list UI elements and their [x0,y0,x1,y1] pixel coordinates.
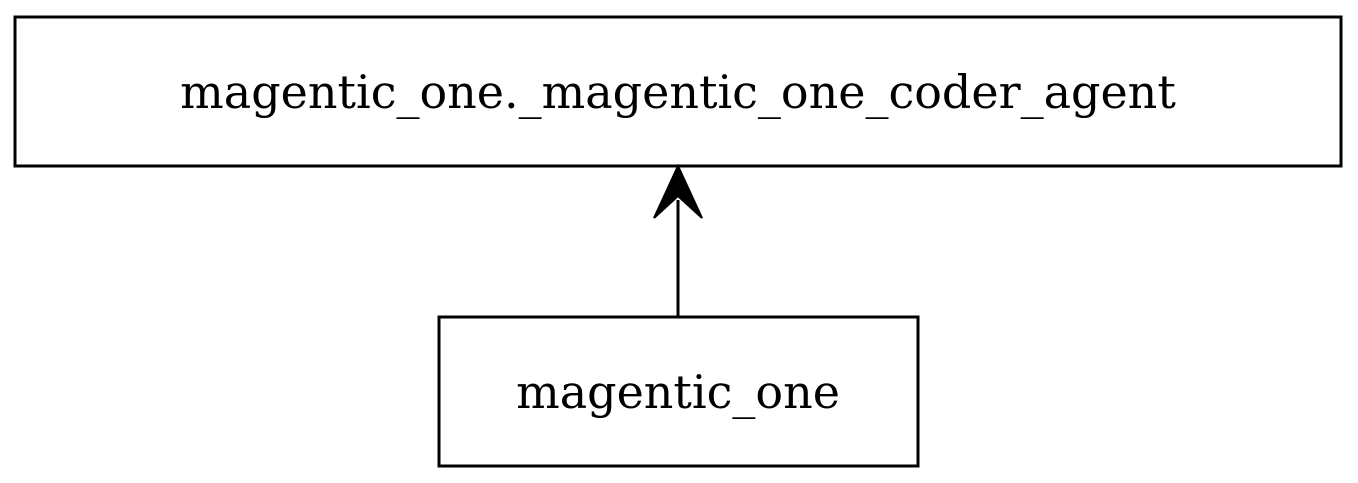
edge-magentic-one-to-coder-agent [653,163,703,316]
node-magentic-one: magentic_one [437,315,920,468]
arrowhead-icon [653,163,703,219]
node-coder-agent-box [13,15,1343,168]
node-coder-agent-label: magentic_one._magentic_one_coder_agent [180,65,1176,119]
node-magentic-one-box [437,315,920,468]
node-coder-agent: magentic_one._magentic_one_coder_agent [13,15,1343,168]
node-magentic-one-label: magentic_one [516,365,840,419]
